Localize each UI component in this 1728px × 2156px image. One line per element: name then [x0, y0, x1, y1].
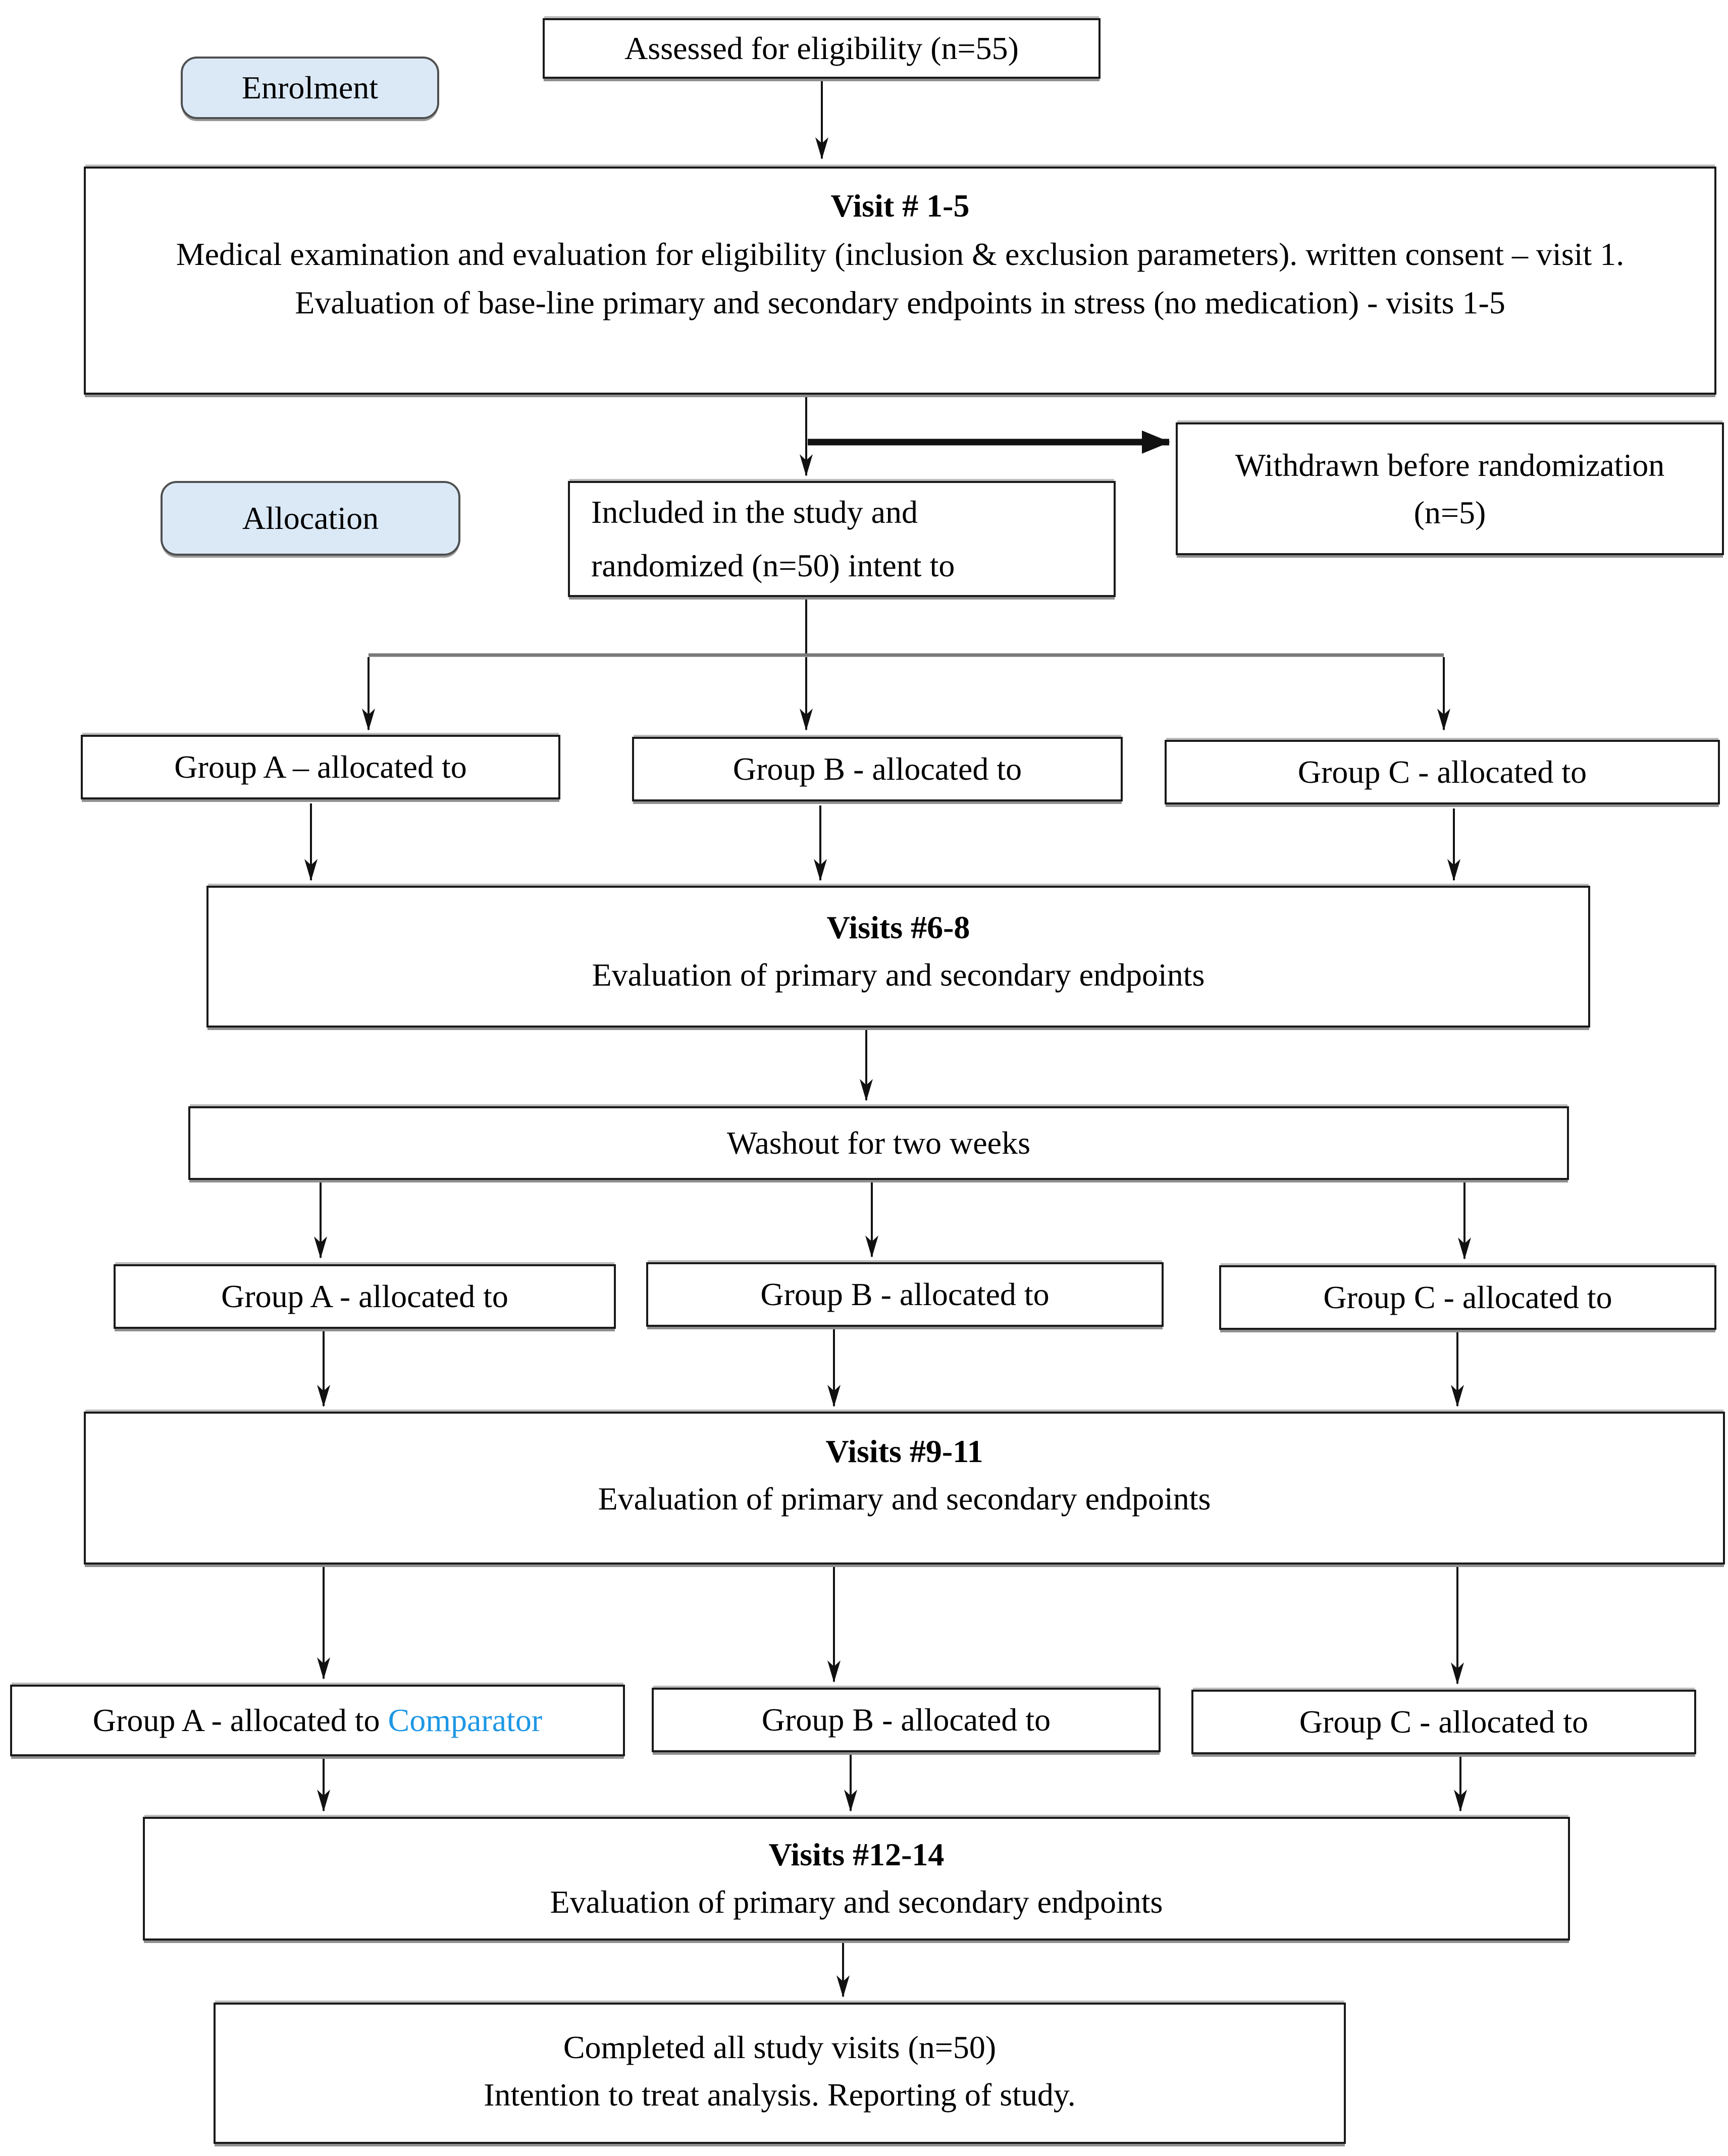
withdrawn-box: Withdrawn before randomization (n=5): [1176, 422, 1724, 555]
visit-1-5-box: Visit # 1-5 Medical examination and eval…: [84, 167, 1716, 395]
group-c-row1-box: Group C - allocated to: [1165, 740, 1720, 804]
enrolment-label-text: Enrolment: [241, 70, 379, 105]
completed-line2: Intention to treat analysis. Reporting o…: [484, 2077, 1076, 2113]
visits-9-11-body: Evaluation of primary and secondary endp…: [598, 1481, 1211, 1517]
washout-text: Washout for two weeks: [727, 1125, 1030, 1161]
group-b-row2-box: Group B - allocated to: [646, 1262, 1164, 1327]
group-a-row1-text: Group A – allocated to: [174, 749, 467, 785]
visits-12-14-body: Evaluation of primary and secondary endp…: [550, 1884, 1163, 1920]
completed-box: Completed all study visits (n=50) Intent…: [214, 2003, 1346, 2144]
included-line2: randomized (n=50) intent to: [591, 548, 955, 583]
comparator-highlight: Comparator: [388, 1702, 543, 1738]
group-b-row1-box: Group B - allocated to: [632, 737, 1123, 801]
group-a-row3-box: Group A - allocated to Comparator: [10, 1685, 625, 1756]
withdrawn-line2: (n=5): [1413, 494, 1486, 530]
allocation-label-text: Allocation: [242, 500, 379, 536]
assessed-text: Assessed for eligibility (n=55): [624, 30, 1019, 66]
group-a-row3-text: Group A - allocated to Comparator: [93, 1697, 542, 1744]
assessed-box: Assessed for eligibility (n=55): [543, 18, 1101, 79]
visits-9-11-title: Visits #9-11: [825, 1433, 983, 1469]
visit-1-5-title: Visit # 1-5: [830, 188, 970, 224]
group-a-row2-box: Group A - allocated to: [114, 1264, 616, 1329]
included-box: Included in the study and randomized (n=…: [568, 481, 1116, 597]
group-c-row2-box: Group C - allocated to: [1219, 1265, 1716, 1330]
visits-6-8-title: Visits #6-8: [826, 909, 970, 945]
withdrawn-line1: Withdrawn before randomization: [1235, 447, 1665, 483]
enrolment-label: Enrolment: [181, 57, 439, 119]
group-a-row3-prefix: Group A - allocated to: [92, 1702, 388, 1738]
visits-12-14-title: Visits #12-14: [768, 1837, 945, 1872]
visits-6-8-body: Evaluation of primary and secondary endp…: [592, 957, 1205, 993]
group-b-row1-text: Group B - allocated to: [732, 751, 1022, 787]
group-b-row3-text: Group B - allocated to: [761, 1702, 1051, 1738]
allocation-label: Allocation: [161, 481, 460, 556]
visits-6-8-box: Visits #6-8 Evaluation of primary and se…: [206, 886, 1590, 1028]
included-line1: Included in the study and: [591, 494, 918, 530]
washout-box: Washout for two weeks: [188, 1106, 1569, 1180]
group-b-row3-box: Group B - allocated to: [652, 1688, 1161, 1752]
visits-9-11-box: Visits #9-11 Evaluation of primary and s…: [84, 1412, 1725, 1565]
group-c-row2-text: Group C - allocated to: [1323, 1279, 1612, 1315]
group-c-row3-box: Group C - allocated to: [1191, 1690, 1696, 1754]
group-b-row2-text: Group B - allocated to: [760, 1276, 1050, 1312]
group-a-row1-box: Group A – allocated to: [81, 735, 560, 799]
group-a-row2-text: Group A - allocated to: [221, 1278, 508, 1314]
visit-1-5-body: Medical examination and evaluation for e…: [176, 236, 1625, 320]
group-c-row3-text: Group C - allocated to: [1299, 1704, 1589, 1740]
completed-line1: Completed all study visits (n=50): [563, 2029, 997, 2065]
group-c-row1-text: Group C - allocated to: [1297, 754, 1587, 790]
visits-12-14-box: Visits #12-14 Evaluation of primary and …: [143, 1817, 1570, 1941]
